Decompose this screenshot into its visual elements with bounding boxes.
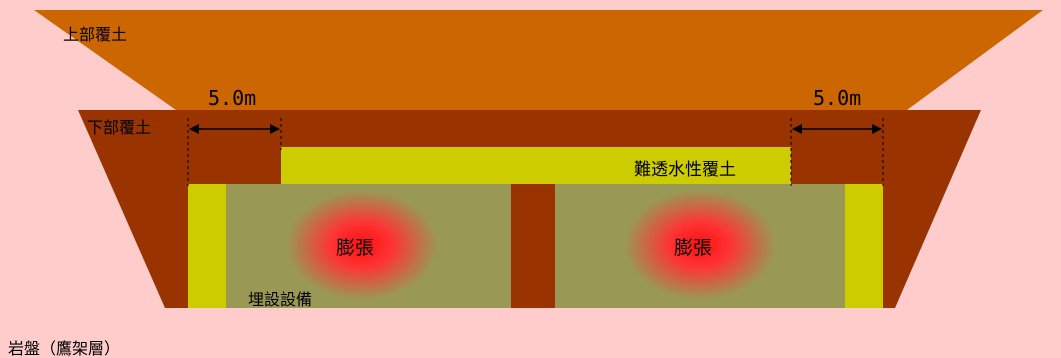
expansion-glow-right bbox=[624, 190, 776, 300]
right-offset-label: 5.0m bbox=[813, 86, 861, 110]
lower-fill-label: 下部覆土 bbox=[87, 118, 151, 137]
impermeable-fill-right bbox=[845, 184, 883, 308]
expansion-label-left: 膨張 bbox=[336, 237, 374, 259]
upper-fill-label: 上部覆土 bbox=[63, 25, 127, 44]
buried-facility-label: 埋設設備 bbox=[248, 290, 312, 309]
dim-arrow-right bbox=[792, 124, 882, 134]
bedrock-label: 岩盤（鷹架層） bbox=[8, 339, 120, 358]
left-offset-label: 5.0m bbox=[208, 86, 256, 110]
expansion-glow-left bbox=[286, 190, 438, 300]
upper-fill-layer bbox=[34, 10, 1043, 110]
dim-arrow-left bbox=[189, 124, 280, 134]
expansion-label-right: 膨張 bbox=[674, 237, 712, 259]
impermeable-fill-label: 難透水性覆土 bbox=[634, 160, 736, 180]
impermeable-fill-left bbox=[188, 184, 226, 308]
impermeable-fill-top bbox=[281, 147, 791, 184]
